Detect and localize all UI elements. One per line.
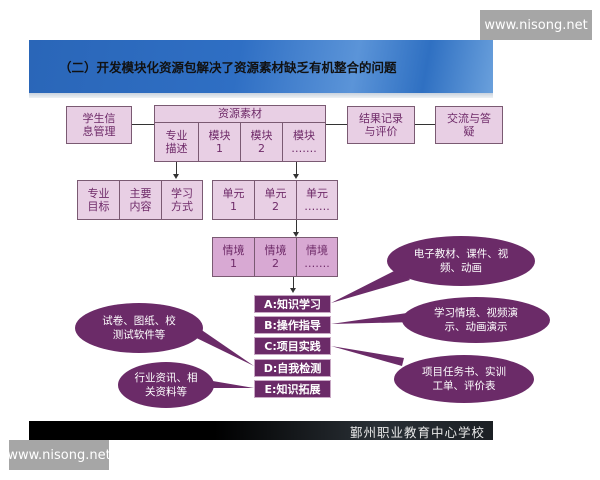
units-box: 单元 1 单元 2 单元 ……. <box>212 180 338 220</box>
slide-footer: 鄞州职业教育中心学校 <box>29 421 493 440</box>
profession-cell: 主要内容 <box>120 181 162 219</box>
scenario-cell: 情境 ……. <box>304 244 330 270</box>
scenario-cell: 情境 2 <box>255 238 297 276</box>
watermark-top: www.nisong.net <box>480 10 592 40</box>
slide-header: （二）开发模块化资源包解决了资源素材缺乏有机整合的问题 <box>29 40 493 93</box>
header-divider <box>29 93 493 98</box>
resource-cell: 模块 ……. <box>291 129 317 155</box>
profession-cell: 学习方式 <box>171 187 193 213</box>
resource-cell: 专业描述 <box>155 123 199 161</box>
profession-cell: 专业目标 <box>78 181 120 219</box>
arrow-down-icon <box>173 174 179 179</box>
records-box: 结果记录与评价 <box>347 106 415 144</box>
connector-line <box>325 124 347 125</box>
watermark-bottom: www.nisong.net <box>7 440 111 470</box>
student-info-box: 学生信息管理 <box>66 106 132 144</box>
arrow-down-icon <box>290 288 296 293</box>
callout-bubble-b: 学习情境、视频演示、动画演示 <box>402 297 550 343</box>
school-name: 鄞州职业教育中心学校 <box>349 425 485 440</box>
exchange-box: 交流与答疑 <box>435 106 503 144</box>
connector-line <box>296 220 297 234</box>
stack-item-a: A:知识学习 <box>254 295 331 313</box>
arrow-down-icon <box>293 232 299 237</box>
connector-line <box>293 277 294 289</box>
callout-bubble-d: 试卷、图纸、校测试软件等 <box>75 303 203 353</box>
connector-line <box>132 124 154 125</box>
scenario-cell: 情境 1 <box>213 238 255 276</box>
connector-line <box>296 162 297 176</box>
scenarios-box: 情境 1 情境 2 情境 ……. <box>212 237 338 277</box>
connector-line <box>176 162 177 176</box>
profession-box: 专业目标 主要内容 学习方式 <box>77 180 203 220</box>
callout-bubble-a: 电子教材、课件、视频、动画 <box>387 236 535 286</box>
resources-box: 资源素材 专业描述 模块 1 模块 2 模块 ……. <box>154 105 326 162</box>
unit-cell: 单元 1 <box>213 181 255 219</box>
resource-cell: 模块 1 <box>199 123 241 161</box>
slide-title: （二）开发模块化资源包解决了资源素材缺乏有机整合的问题 <box>59 60 397 75</box>
resources-title: 资源素材 <box>155 106 325 123</box>
arrow-down-icon <box>293 174 299 179</box>
connector-line <box>415 124 435 125</box>
stack-item-d: D:自我检测 <box>254 359 331 377</box>
stack-item-e: E:知识拓展 <box>254 380 331 398</box>
stack-item-c: C:项目实践 <box>254 337 331 355</box>
unit-cell: 单元 2 <box>255 181 297 219</box>
unit-cell: 单元 ……. <box>304 187 330 213</box>
callout-bubble-e: 行业资讯、相关资料等 <box>118 362 214 408</box>
callout-bubble-c: 项目任务书、实训工单、评价表 <box>394 355 534 403</box>
resource-cell: 模块 2 <box>241 123 283 161</box>
stack-item-b: B:操作指导 <box>254 316 331 334</box>
